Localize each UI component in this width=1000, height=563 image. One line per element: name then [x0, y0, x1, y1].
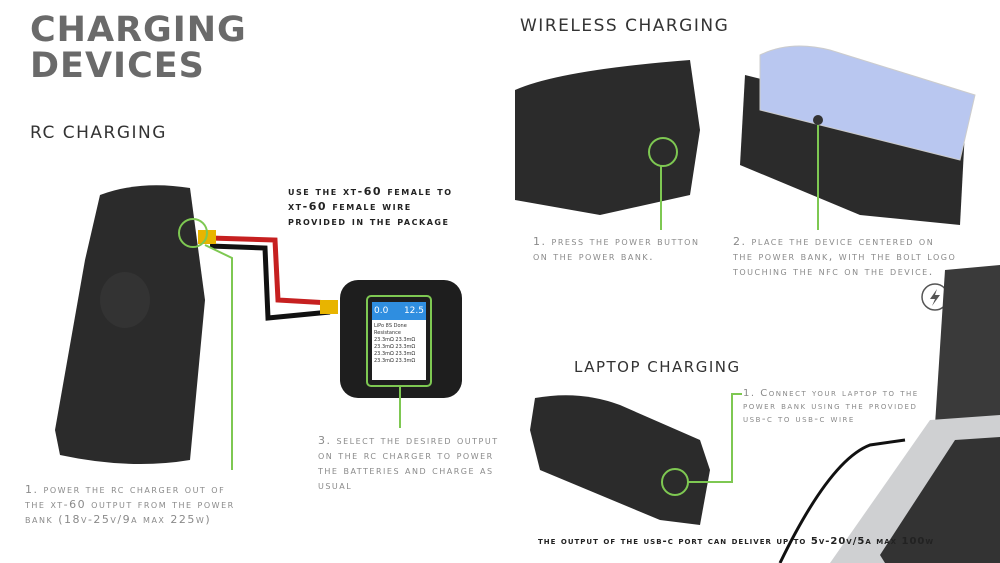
rc-step-3: 3. select the desired output on the rc c… [318, 434, 499, 492]
rc-step-1: 1. power the rc charger out of the xt-60… [25, 483, 235, 526]
laptop-image [830, 265, 1000, 563]
usb-c-cable [778, 438, 906, 563]
cell-value: 23.3mΩ [395, 344, 416, 350]
charger-screen-values: 0.0 12.5 [374, 306, 424, 316]
page-title: CHARGING DEVICES [30, 10, 247, 86]
wireless-step-1: 1. press the power button on the power b… [533, 235, 700, 263]
power-bank-image [515, 60, 700, 215]
rc-charger-image [340, 280, 462, 398]
laptop-step-1: 1. Connect your laptop to the power bank… [743, 388, 919, 425]
laptop-heading: LAPTOP CHARGING [574, 358, 741, 376]
battery-type: LiPo 8S [374, 323, 393, 329]
screen-value: 12.5 [403, 306, 424, 316]
wireless-step-2: 2. place the device centered on the powe… [733, 235, 957, 278]
charge-status: Done [393, 323, 407, 329]
charger-screen-body: LiPo 8S Done Resistance 23.3mΩ 23.3mΩ 23… [374, 323, 424, 365]
phone-image [759, 45, 976, 161]
cell-value: 23.3mΩ [395, 358, 416, 364]
power-bank-image [55, 185, 205, 464]
screen-value: 0.0 [374, 306, 389, 316]
cell-value: 23.3mΩ [395, 337, 416, 343]
wire-note: use the xt-60 female to xt-60 female wir… [288, 185, 453, 228]
cell-value: 23.3mΩ [374, 344, 394, 350]
cell-value: 23.3mΩ [374, 337, 394, 343]
cell-value: 23.3mΩ [374, 351, 394, 357]
wireless-heading: WIRELESS CHARGING [520, 16, 730, 36]
xt60-connector [320, 300, 338, 314]
resistance-label: Resistance [374, 330, 401, 336]
rc-heading: RC CHARGING [30, 123, 167, 143]
cell-value: 23.3mΩ [395, 351, 416, 357]
power-bank-image [530, 395, 710, 525]
cell-value: 23.3mΩ [374, 358, 394, 364]
usb-c-output-note: the output of the usb-c port can deliver… [538, 536, 935, 547]
